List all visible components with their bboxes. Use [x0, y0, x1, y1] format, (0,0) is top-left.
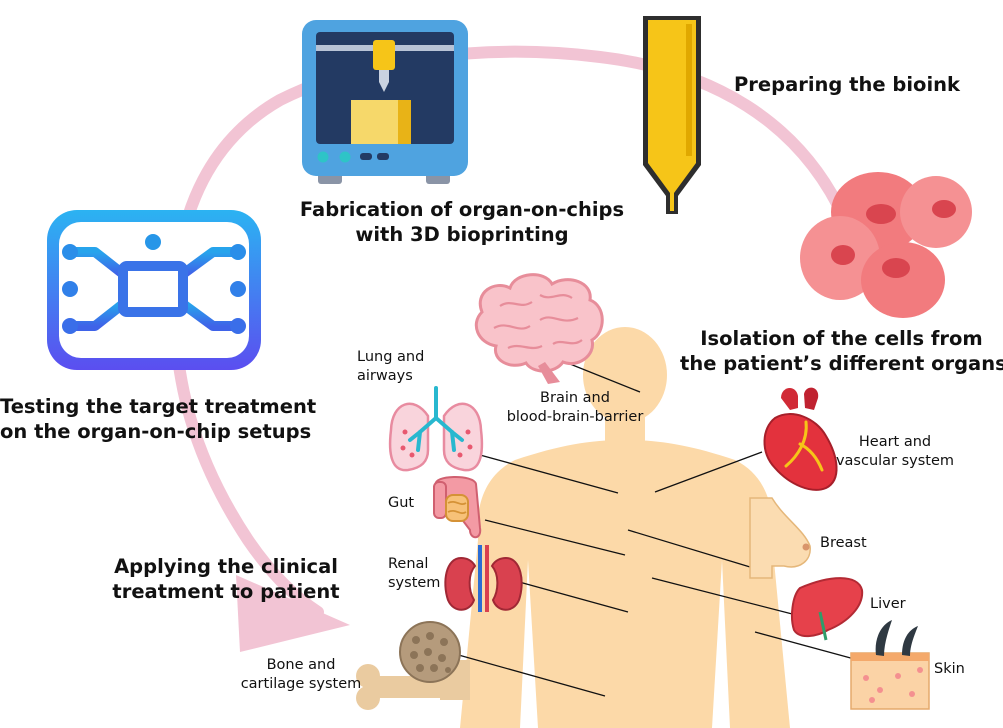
step-fabrication-label: Fabrication of organ-on-chips with 3D bi… [282, 197, 642, 247]
organ-label-heart: Heart and vascular system [825, 433, 965, 471]
step-testing-line2: on the organ-on-chip setups [0, 420, 312, 443]
organ-label-brain: Brain and blood-brain-barrier [487, 389, 663, 427]
kidney-icon [444, 545, 523, 612]
gut-icon [433, 476, 482, 539]
organ-label-bone-line1: Bone and [266, 657, 336, 673]
organ-label-brain-line2: blood-brain-barrier [506, 409, 644, 425]
cycle-arrow-head [236, 575, 350, 652]
organ-chip-icon [47, 210, 261, 370]
organ-connector-lines [454, 351, 859, 697]
organ-label-heart-line2: vascular system [835, 453, 955, 469]
step-isolation-line1: Isolation of the cells from [700, 327, 983, 350]
bioprinter-icon [302, 20, 468, 184]
step-isolation-line2: the patient’s different organs [680, 352, 1003, 375]
organ-label-lung-line1: Lung and [357, 349, 425, 365]
heart-icon [763, 387, 838, 491]
organ-label-liver: Liver [870, 596, 906, 612]
organ-label-renal: Renal system [388, 555, 440, 593]
step-testing-line1: Testing the target treatment [0, 395, 317, 418]
step-isolation-label: Isolation of the cells from the patient’… [680, 326, 1003, 376]
bioink-nozzle-icon [643, 16, 701, 214]
lung-icon [388, 386, 484, 472]
skin-icon [850, 620, 930, 710]
organ-label-renal-line1: Renal [388, 556, 429, 572]
organ-label-lung-line2: airways [357, 368, 413, 384]
organ-label-renal-line2: system [388, 575, 441, 591]
organ-label-heart-line1: Heart and [858, 434, 932, 450]
step-testing-label: Testing the target treatment on the orga… [0, 394, 317, 444]
step-fabrication-line2: with 3D bioprinting [355, 223, 569, 246]
step-fabrication-line1: Fabrication of organ-on-chips [299, 198, 625, 221]
step-applying-line2: treatment to patient [112, 580, 340, 603]
organ-label-breast: Breast [820, 535, 867, 551]
step-applying-line1: Applying the clinical [114, 555, 338, 578]
brain-icon [474, 273, 604, 384]
cells-icon [800, 172, 972, 318]
breast-icon [749, 497, 811, 579]
step-applying-label: Applying the clinical treatment to patie… [106, 554, 346, 604]
organ-label-bone-line2: cartilage system [240, 676, 362, 692]
human-body-silhouette [460, 327, 790, 728]
bone-icon [356, 621, 470, 710]
liver-icon [791, 577, 864, 641]
step-bioink-label: Preparing the bioink [734, 73, 960, 96]
organ-label-bone: Bone and cartilage system [236, 656, 366, 694]
organ-label-brain-line1: Brain and [540, 390, 610, 406]
organ-label-gut: Gut [388, 495, 415, 511]
organ-label-lung: Lung and airways [357, 348, 424, 386]
organ-label-skin: Skin [934, 661, 965, 677]
